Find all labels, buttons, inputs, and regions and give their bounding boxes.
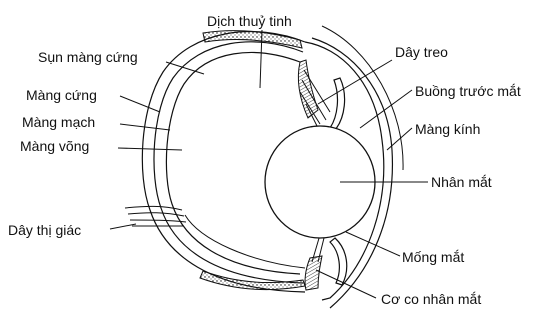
label-mong-mat: Mống mắt xyxy=(402,249,464,265)
label-sun-mang-cung: Sụn màng cứng xyxy=(38,49,138,65)
label-co-co-nhan-mat: Cơ co nhân mắt xyxy=(381,291,481,307)
label-nhan-mat: Nhân mắt xyxy=(431,174,492,190)
label-day-thi-giac: Dây thị giác xyxy=(8,222,81,238)
sclera-cartilage-top xyxy=(203,31,302,48)
leader-day-treo xyxy=(318,60,392,104)
label-mang-kinh: Màng kính xyxy=(415,121,480,137)
leader-mang-cung xyxy=(120,96,160,112)
label-buong-truoc-mat: Buồng trước mắt xyxy=(415,83,521,99)
label-mang-mach: Màng mạch xyxy=(22,114,95,130)
label-mang-vong: Màng võng xyxy=(20,138,89,154)
label-day-treo: Dây treo xyxy=(395,44,448,60)
ciliary-muscle-lower xyxy=(305,256,322,290)
label-mang-cung: Màng cứng xyxy=(26,87,97,103)
iris-upper xyxy=(330,78,345,130)
leader-mang-vong xyxy=(118,148,182,150)
label-dich-thuy-tinh: Dịch thuỷ tinh xyxy=(207,13,292,29)
leader-buong-truoc-mat xyxy=(360,90,412,128)
